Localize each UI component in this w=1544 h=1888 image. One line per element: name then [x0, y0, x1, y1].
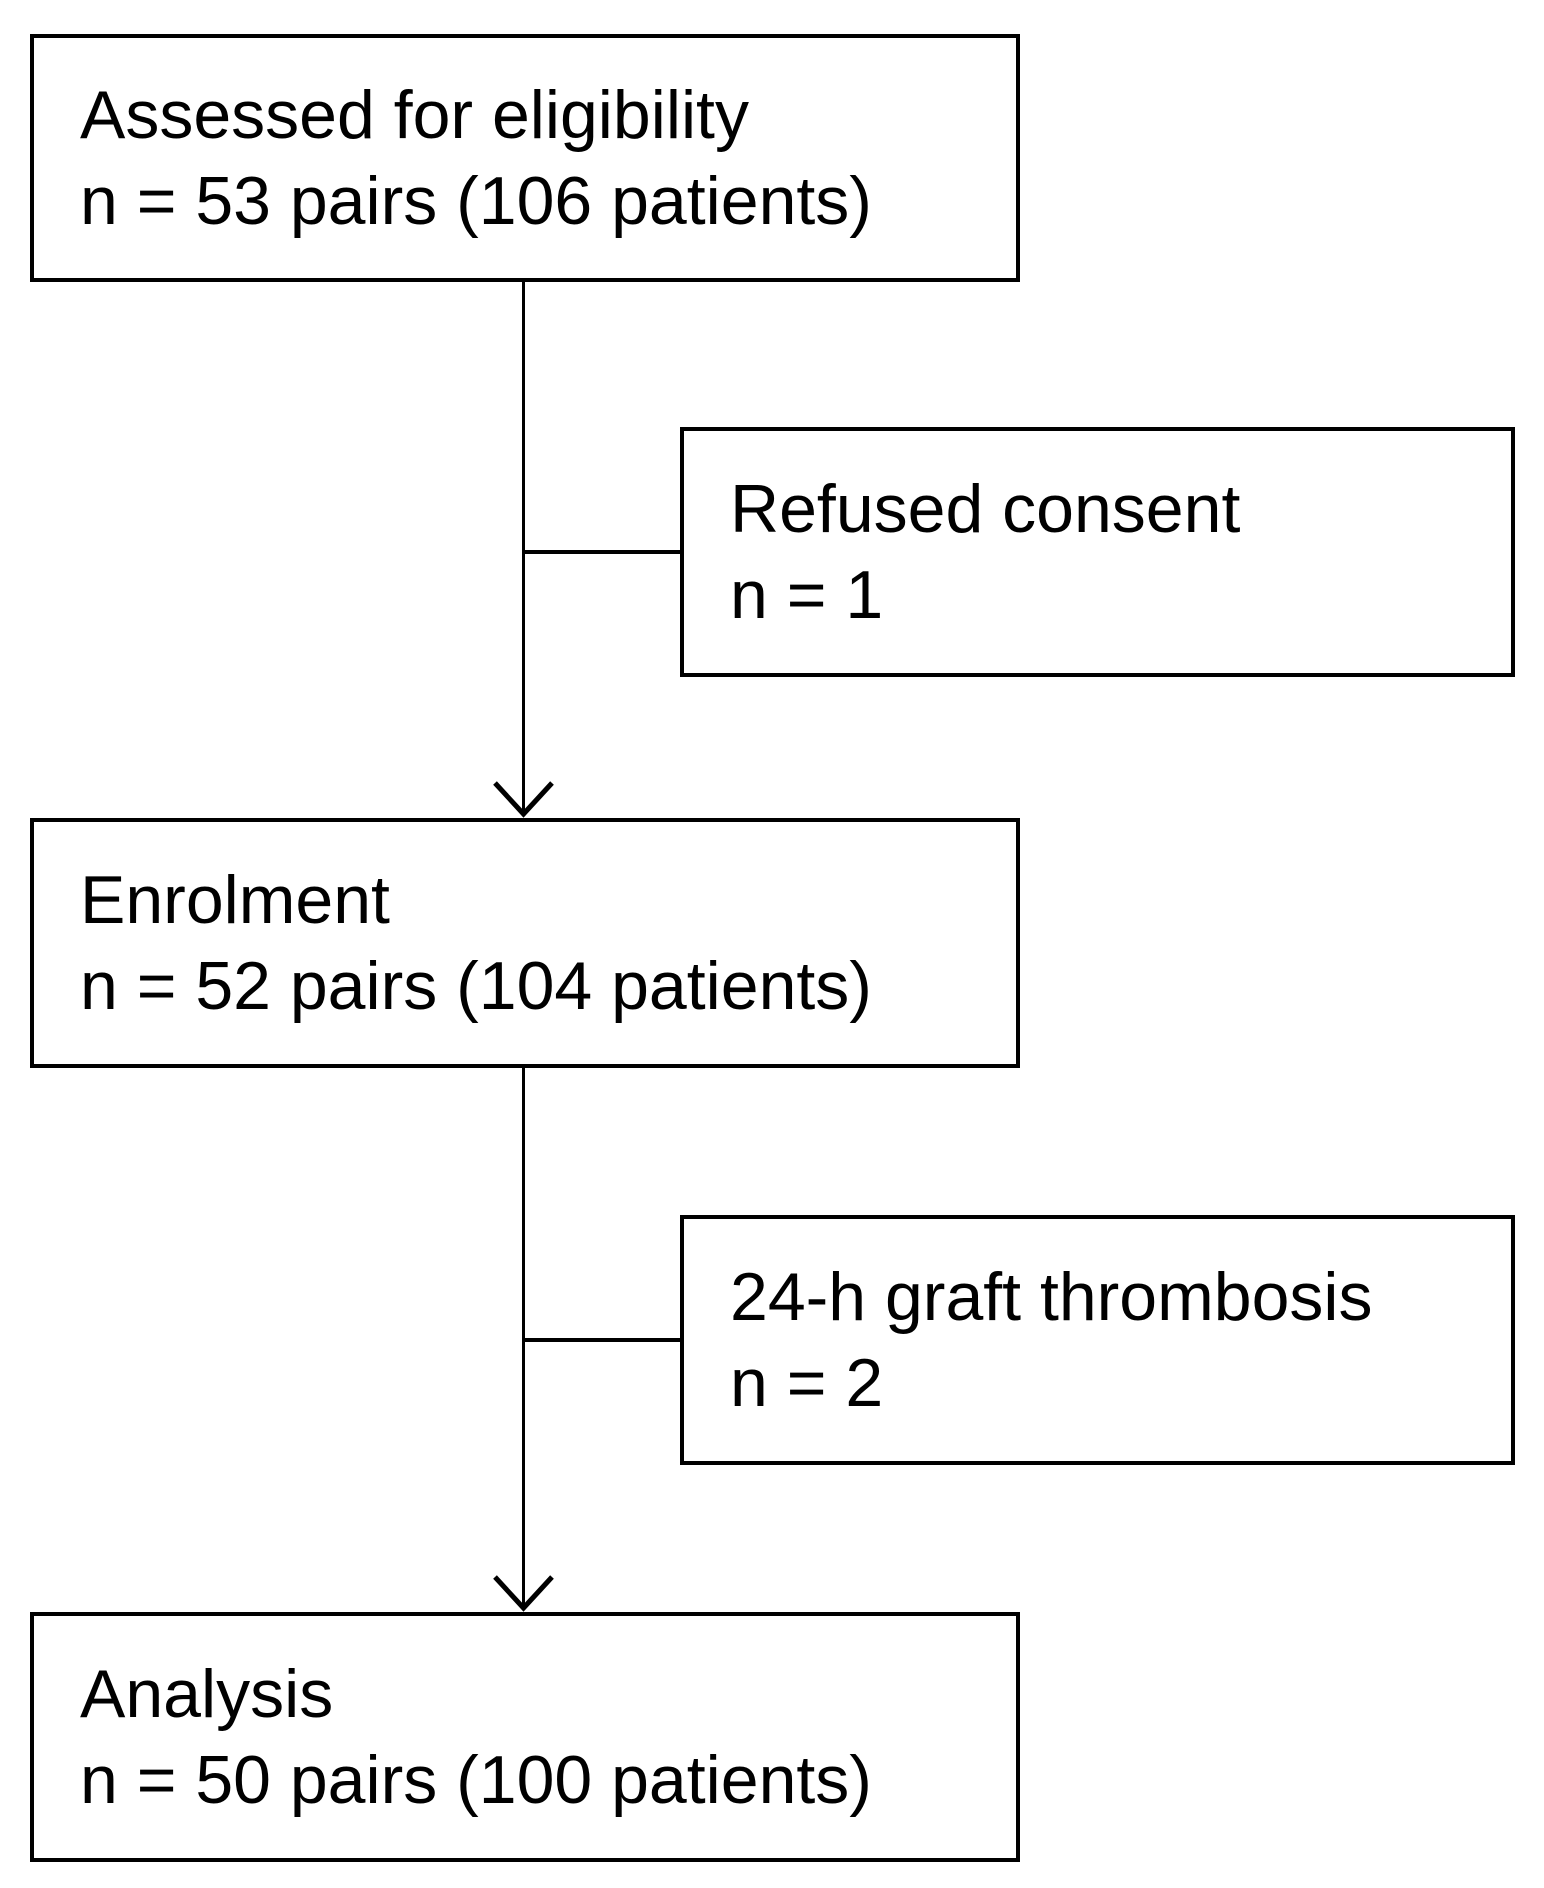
node-enrolment-label: Enrolment	[80, 862, 390, 938]
node-assessed-label: Assessed for eligibility	[80, 77, 749, 153]
arrowhead-down-icon	[493, 781, 554, 818]
arrowhead-down-icon	[493, 1575, 554, 1612]
node-refused-consent: Refused consent n = 1	[680, 427, 1515, 677]
node-thrombosis-count: n = 2	[730, 1345, 884, 1421]
node-assessed-for-eligibility: Assessed for eligibility n = 53 pairs (1…	[30, 34, 1020, 282]
node-graft-thrombosis: 24-h graft thrombosis n = 2	[680, 1215, 1515, 1465]
node-enrolment-count: n = 52 pairs (104 patients)	[80, 948, 872, 1024]
node-analysis-label: Analysis	[80, 1656, 334, 1732]
node-assessed-count: n = 53 pairs (106 patients)	[80, 163, 872, 239]
node-thrombosis-label: 24-h graft thrombosis	[730, 1259, 1373, 1335]
node-refused-label: Refused consent	[730, 471, 1241, 547]
node-enrolment: Enrolment n = 52 pairs (104 patients)	[30, 818, 1020, 1068]
node-analysis-count: n = 50 pairs (100 patients)	[80, 1742, 872, 1818]
node-analysis: Analysis n = 50 pairs (100 patients)	[30, 1612, 1020, 1862]
node-refused-count: n = 1	[730, 557, 884, 633]
